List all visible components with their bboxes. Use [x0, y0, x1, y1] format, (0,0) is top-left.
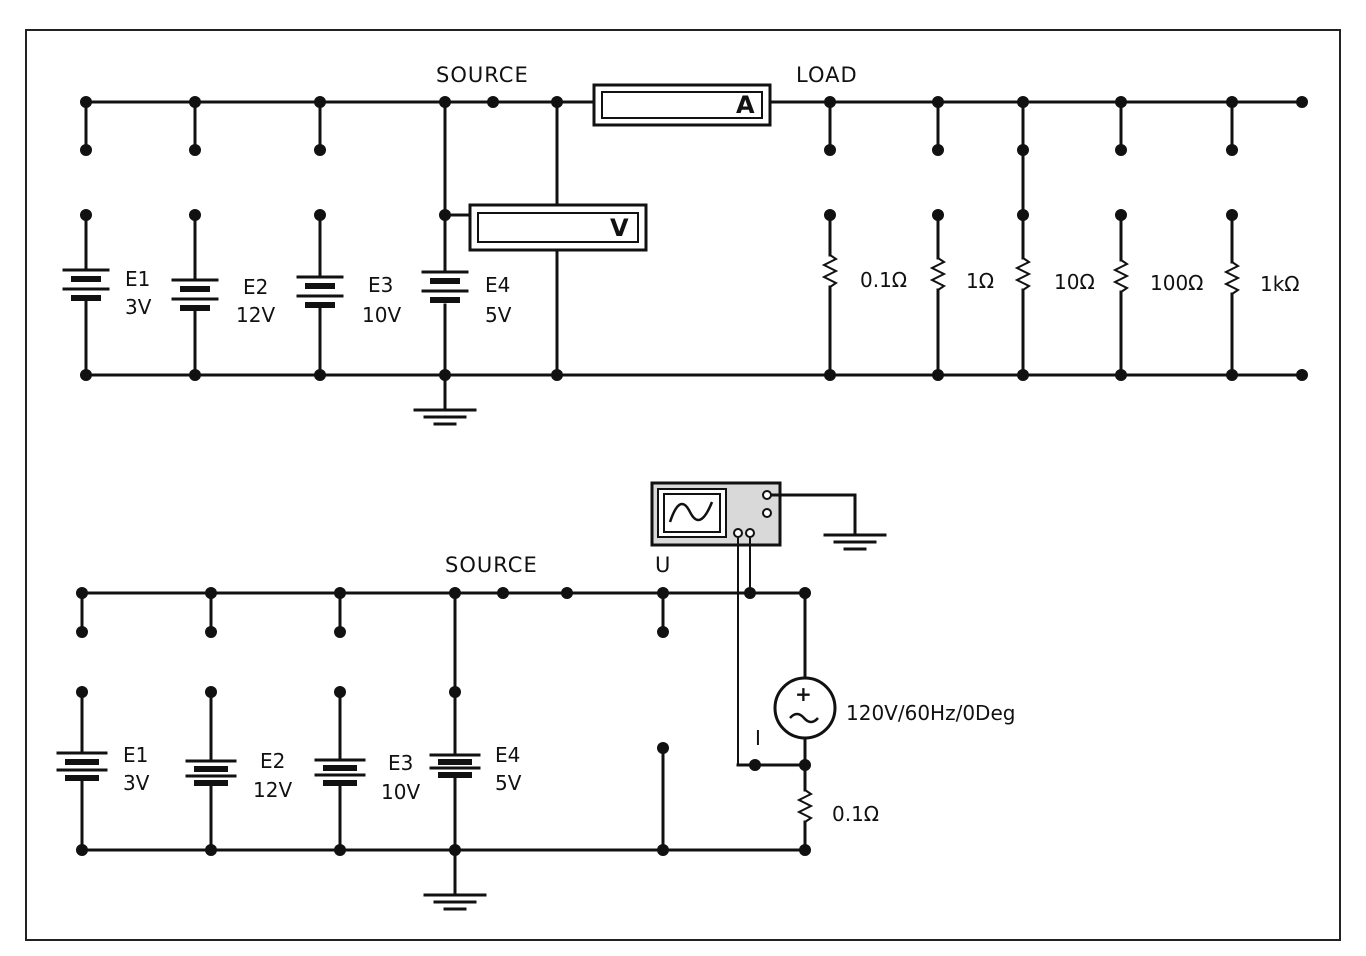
top-e2-value: 12V: [236, 303, 275, 327]
bottom-e4-name: E4: [495, 743, 520, 767]
bottom-e3-value: 10V: [381, 780, 420, 804]
ammeter-letter: A: [736, 91, 755, 119]
resistor-label-1: 0.1Ω: [860, 268, 907, 292]
top-e4-value: 5V: [485, 303, 512, 327]
resistor-label-4: 100Ω: [1150, 271, 1203, 295]
bottom-circuit: +: [56, 481, 1015, 911]
shunt-resistor-label: 0.1Ω: [832, 802, 879, 826]
top-e4-name: E4: [485, 273, 510, 297]
source-label-top: SOURCE: [436, 63, 529, 87]
top-e2-name: E2: [243, 275, 268, 299]
bottom-e1-name: E1: [123, 743, 148, 767]
u-label: U: [655, 553, 671, 577]
bottom-e1-value: 3V: [123, 771, 150, 795]
ammeter[interactable]: A: [592, 83, 772, 127]
bottom-battery-e4-symbol: [429, 753, 481, 778]
battery-e1-symbol: [62, 268, 110, 301]
ground-symbol-bottom: [423, 893, 487, 911]
i-label: I: [755, 726, 761, 750]
bottom-e2-value: 12V: [253, 778, 292, 802]
bottom-e2-name: E2: [260, 749, 285, 773]
top-e1-value: 3V: [125, 295, 152, 319]
junction-dots-bottom: [76, 587, 811, 856]
battery-e2-symbol: [171, 278, 219, 311]
voltmeter-letter: V: [610, 214, 629, 242]
bottom-e4-value: 5V: [495, 771, 522, 795]
voltmeter[interactable]: V: [468, 203, 648, 252]
top-e1-name: E1: [125, 267, 150, 291]
top-e3-value: 10V: [362, 303, 401, 327]
top-e3-name: E3: [368, 273, 393, 297]
oscilloscope[interactable]: [650, 481, 782, 547]
bottom-battery-e3-symbol: [314, 758, 366, 786]
bottom-battery-e2-symbol: [185, 759, 237, 786]
svg-text:+: +: [795, 682, 812, 706]
ac-source-label: 120V/60Hz/0Deg: [846, 701, 1015, 725]
junction-dots-top: [80, 96, 1308, 381]
bottom-e3-name: E3: [388, 751, 413, 775]
battery-e3-symbol: [296, 275, 344, 308]
resistor-label-5: 1kΩ: [1260, 272, 1300, 296]
ac-voltage-source[interactable]: +: [773, 676, 837, 740]
ground-symbol-top: [413, 408, 477, 426]
battery-e4-symbol: [421, 270, 469, 303]
diagram-frame: [25, 29, 1341, 941]
top-circuit: A V: [62, 63, 1308, 426]
resistor-label-3: 10Ω: [1054, 270, 1095, 294]
bottom-battery-e1-symbol: [56, 751, 108, 781]
resistor-label-2: 1Ω: [966, 269, 994, 293]
source-label-bottom: SOURCE: [445, 553, 538, 577]
load-label: LOAD: [796, 63, 858, 87]
ground-symbol-scope: [823, 533, 887, 551]
